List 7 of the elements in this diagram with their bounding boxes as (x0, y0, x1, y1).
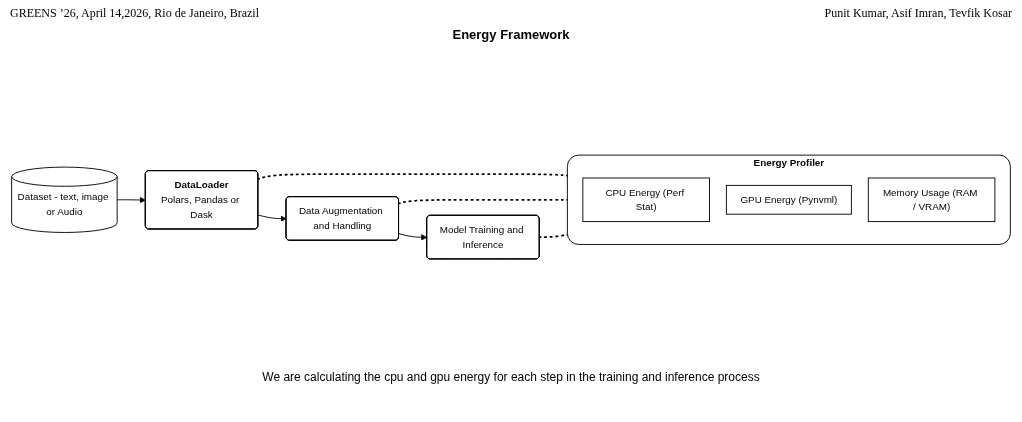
node-box: GPU Energy (Pynvml) (725, 184, 852, 215)
running-header: Punit Kumar, Asif Imran, Tevfik Kosar (824, 6, 1012, 21)
node-box: Memory Usage (RAM / VRAM) (867, 177, 996, 223)
diagram-title: Energy Framework (452, 26, 570, 44)
node-box: CPU Energy (Perf Stat) (582, 177, 710, 223)
caption: We are calculating the cpu and gpu energy for each step in the training and inference process (262, 369, 760, 386)
running-header: GREENS ’26, April 14,2026, Rio de Janeiro, Brazil (10, 6, 259, 21)
